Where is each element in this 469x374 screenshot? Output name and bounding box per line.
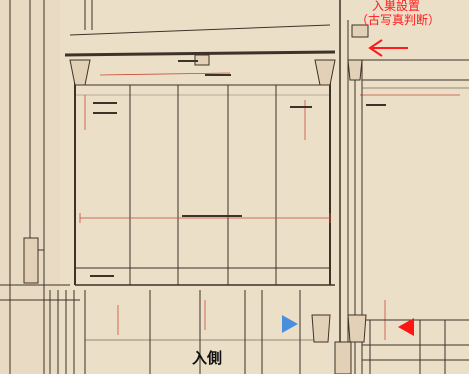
red-arrow-icon [368, 39, 408, 57]
entrance-side-label: 入側 [192, 349, 223, 367]
caption-line-2: （古写真判断） [356, 13, 441, 27]
red-triangle-marker [398, 318, 414, 336]
blue-triangle-marker [282, 315, 298, 333]
main-room-frame [69, 59, 336, 286]
caption-line-1: 入巣設置 [372, 0, 421, 13]
drawing-notes [90, 60, 386, 277]
floor-structure [49, 290, 446, 374]
left-wall-section [0, 0, 80, 374]
roof-eave [64, 0, 336, 66]
